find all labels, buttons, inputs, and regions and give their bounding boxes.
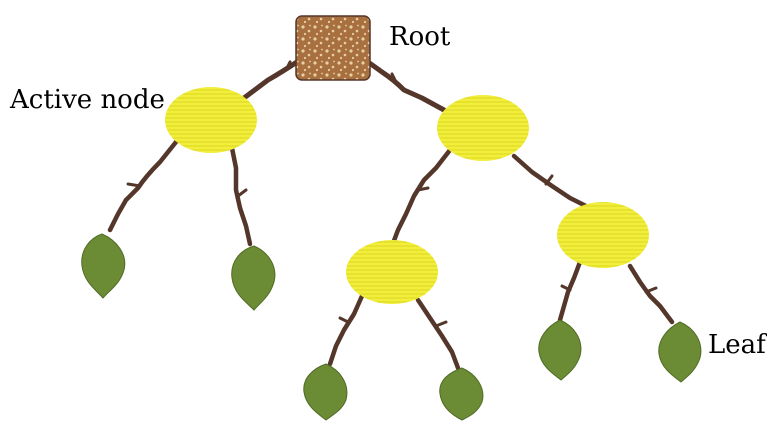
internal-node-lower-middle: [346, 240, 438, 304]
branch-lower-node-to-leaf-4: [418, 300, 458, 368]
internal-node-right: [437, 95, 529, 161]
leaf-icon: [539, 320, 581, 380]
twig: [646, 288, 656, 292]
branch-left-node-to-leaf-1: [110, 142, 176, 230]
branch-lower-node-to-leaf-3: [330, 296, 362, 364]
twig: [436, 322, 446, 326]
twig: [418, 188, 428, 190]
active-node-label: Active node: [9, 85, 165, 115]
leaf-icon: [659, 322, 701, 382]
leaf-icon: [82, 234, 125, 298]
branch-root-to-left-node: [236, 60, 300, 104]
twig: [128, 184, 140, 186]
internal-node-right-lower: [557, 202, 649, 268]
root-label: Root: [389, 22, 451, 52]
internal-node-left: [165, 87, 257, 153]
leaf-icon: [232, 246, 275, 310]
leaf-icon: [440, 368, 483, 420]
branch-right-lower-node-to-leaf-6: [630, 266, 672, 322]
leaf-label: Leaf: [708, 330, 767, 360]
branch-right-node-to-lower-node: [392, 150, 450, 246]
leaf-icon: [304, 364, 347, 420]
twig: [238, 190, 246, 196]
branch-root-to-right-node: [368, 62, 444, 110]
branch-left-node-to-leaf-2: [232, 148, 250, 244]
labels: Root Active node Leaf: [9, 22, 767, 360]
twig: [340, 318, 348, 322]
root-square: [296, 16, 370, 80]
root-node: [296, 16, 370, 80]
